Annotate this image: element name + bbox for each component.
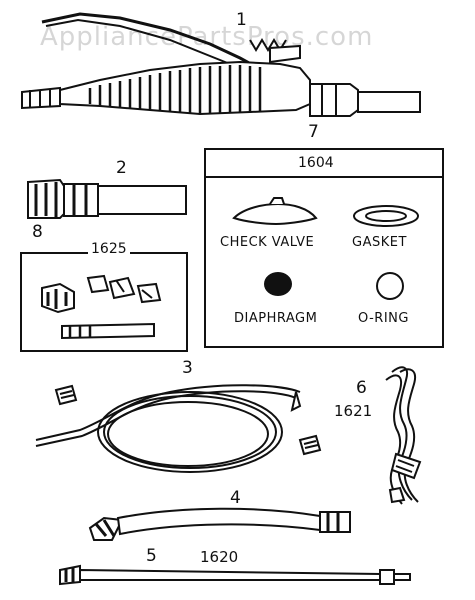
kit-7-divider	[206, 176, 442, 178]
part-5-extension	[59, 564, 411, 586]
check-valve-label: CHECK VALVE	[220, 235, 315, 250]
callout-7: 7	[308, 122, 319, 142]
o-ring-label: O-RING	[358, 311, 409, 326]
hose-clamp-right	[298, 434, 322, 456]
callout-3: 3	[182, 358, 193, 378]
callout-5: 5	[146, 546, 157, 566]
o-ring-icon	[375, 271, 404, 300]
part-8-kit-parts	[41, 274, 162, 340]
hose-clamp-left	[54, 384, 78, 406]
kit-7-panel: 1604 CHECK VALVE GASKET DIAPHRAGM O-RING	[204, 148, 444, 348]
diaphragm-icon	[263, 271, 292, 296]
part-2-coupling	[27, 178, 187, 219]
callout-4: 4	[230, 488, 241, 508]
part-number-6: 1621	[334, 402, 373, 420]
callout-8: 8	[32, 222, 43, 242]
part-4-wand	[88, 507, 351, 541]
kit-8-panel: 1625	[20, 242, 188, 352]
gasket-label: GASKET	[352, 235, 407, 250]
callout-6: 6	[356, 378, 367, 398]
callout-2: 2	[116, 158, 127, 178]
part-6-nozzle	[385, 366, 422, 505]
check-valve-icon	[231, 196, 318, 225]
callout-1: 1	[236, 10, 247, 30]
watermark: AppliancePartsPros.com	[40, 22, 374, 52]
gasket-icon	[352, 204, 419, 227]
kit-7-drawing	[231, 196, 419, 300]
diaphragm-label: DIAPHRAGM	[234, 311, 318, 326]
kit-7-number: 1604	[298, 155, 334, 171]
part-number-5: 1620	[200, 548, 239, 566]
kit-8-number: 1625	[88, 242, 130, 256]
part-1-shutoff-handle	[21, 12, 421, 117]
part-3-hose	[35, 384, 322, 473]
